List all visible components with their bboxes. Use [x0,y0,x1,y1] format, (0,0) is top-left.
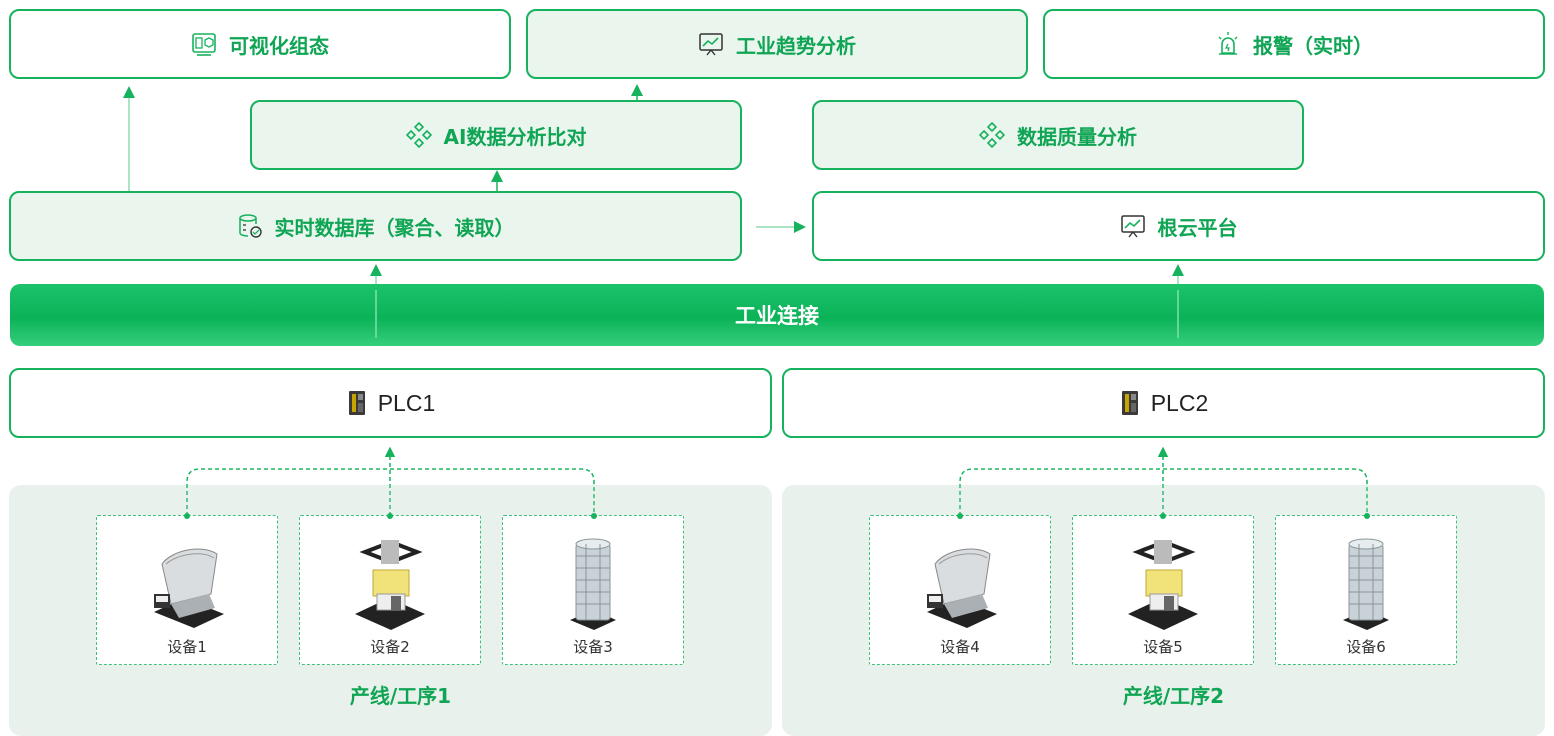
plc1-label: PLC1 [377,389,436,416]
ai-analysis-label: AI数据分析比对 [443,124,587,149]
data-quality-label: 数据质量分析 [1017,124,1137,149]
realtime-database-box[interactable]: 实时数据库（聚合、读取） [9,191,742,261]
device-card[interactable]: 设备5 [1072,515,1254,665]
device-label: 设备6 [1346,638,1386,656]
alarm-light-icon [1215,31,1241,57]
rootcloud-platform-label: 根云平台 [1157,215,1238,240]
diamond-cluster-icon [979,122,1005,148]
plc2-box[interactable]: PLC2 [782,368,1545,438]
production-line-2-label: 产线/工序2 [1122,684,1225,708]
plc-device-icon [346,389,368,417]
visualization-box[interactable]: 可视化组态 [9,9,511,79]
plc-device-icon [1119,389,1141,417]
device-label: 设备1 [167,638,207,656]
device-card[interactable]: 设备1 [96,515,278,665]
device-label: 设备2 [370,638,410,656]
device-label: 设备4 [940,638,980,656]
device-card[interactable]: 设备4 [869,515,1051,665]
trend-monitor-icon [698,31,724,57]
dashboard-icon [191,31,217,57]
roller-machine-icon [927,548,997,628]
realtime-database-label: 实时数据库（聚合、读取） [274,215,515,240]
roller-machine-icon [154,548,224,628]
tower-machine-icon [1343,538,1389,630]
visualization-label: 可视化组态 [229,33,329,58]
industrial-connection-bar[interactable]: 工业连接 [10,284,1544,346]
device-label: 设备3 [573,638,613,656]
device-card[interactable]: 设备2 [299,515,481,665]
plc1-box[interactable]: PLC1 [9,368,772,438]
alarm-box[interactable]: 报警（实时） [1043,9,1545,79]
diamond-cluster-icon [405,122,432,148]
plc2-label: PLC2 [1150,389,1209,416]
rootcloud-platform-box[interactable]: 根云平台 [812,191,1545,261]
data-quality-box[interactable]: 数据质量分析 [812,100,1304,170]
trend-analysis-box[interactable]: 工业趋势分析 [526,9,1028,79]
alarm-label: 报警（实时） [1253,33,1373,58]
ai-analysis-box[interactable]: AI数据分析比对 [250,100,742,170]
trend-monitor-icon [1120,213,1146,239]
device-card[interactable]: 设备6 [1275,515,1457,665]
production-line-1-label: 产线/工序1 [349,684,452,708]
device-label: 设备5 [1143,638,1183,656]
frame-machine-icon [355,539,425,630]
tower-machine-icon [570,538,616,630]
device-card[interactable]: 设备3 [502,515,684,665]
industrial-connection-label: 工业连接 [735,304,819,328]
frame-machine-icon [1128,539,1198,630]
trend-analysis-label: 工业趋势分析 [736,33,856,58]
database-icon [237,213,263,239]
